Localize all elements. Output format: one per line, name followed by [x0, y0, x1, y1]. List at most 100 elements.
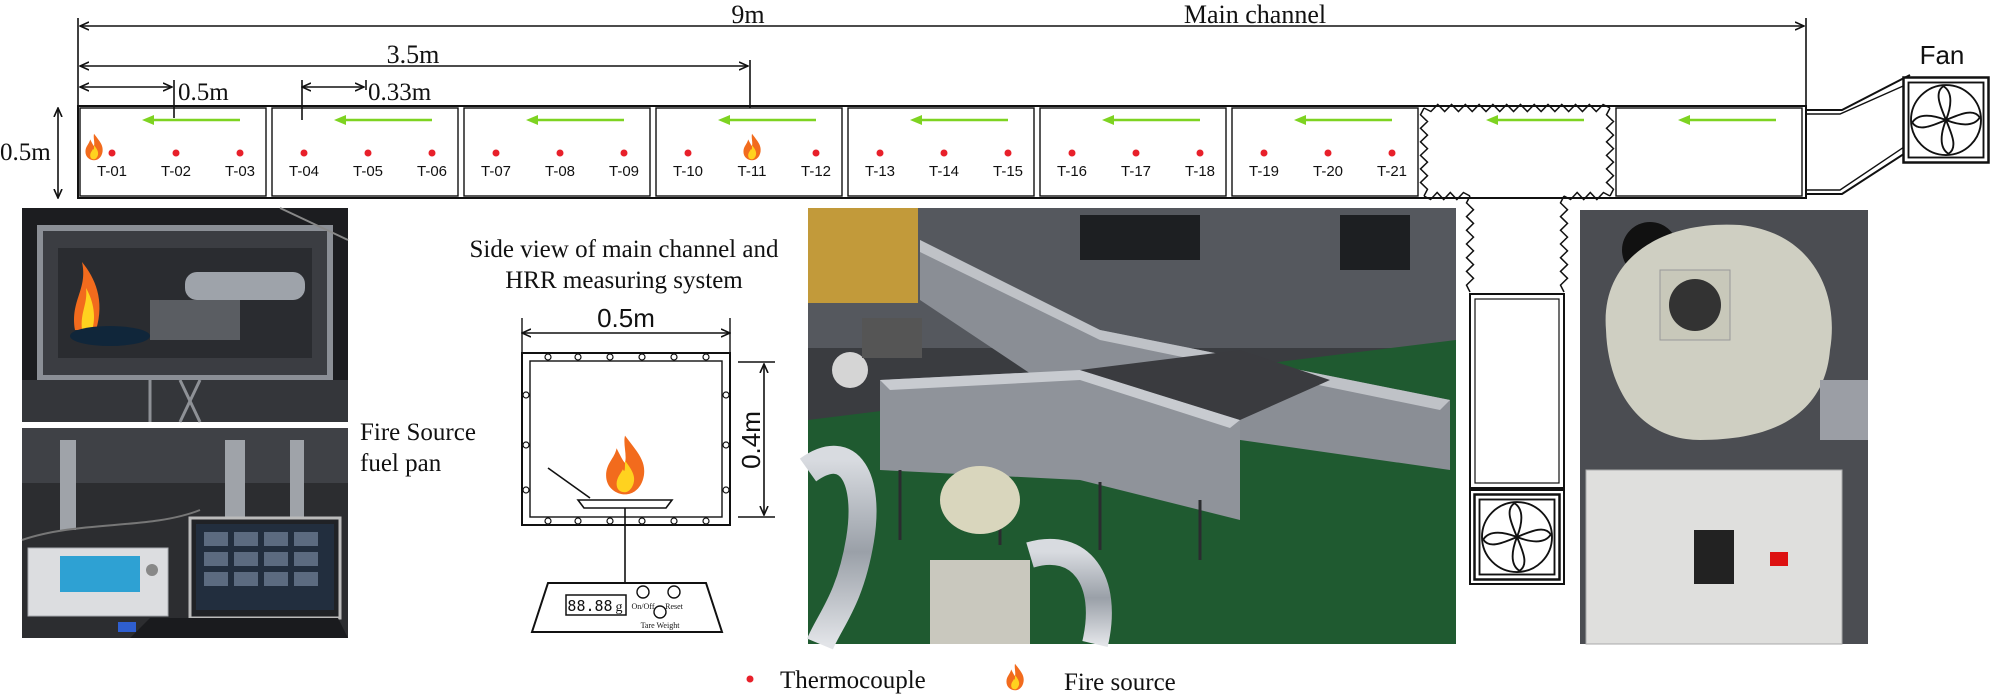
bolt-hole [574, 517, 582, 525]
fire-source-label: Fire Source [360, 419, 476, 446]
thermocouple-label: T-02 [161, 163, 191, 180]
fire-source-icon [85, 133, 103, 161]
thermocouple-label: T-13 [865, 163, 895, 180]
channel-sections: T-01 T-02 T-03 T-04 T-05 T-06 T-07 T-08 T-09 T-10… [79, 107, 1803, 197]
channel-section [1039, 107, 1227, 197]
flow-arrow-head [1102, 115, 1114, 125]
thermocouple-dot [940, 149, 948, 157]
dim-channel-height: 0.5m [0, 139, 51, 166]
fuel-pan-label: fuel pan [360, 450, 442, 477]
bolt-hole [522, 441, 530, 449]
channel-section [271, 107, 459, 197]
flow-arrow-head [1486, 115, 1498, 125]
dim-total-length: 9m [731, 0, 764, 29]
thermocouple-dot [1260, 149, 1268, 157]
bolt-hole [702, 353, 710, 361]
thermocouple-label: T-03 [225, 163, 255, 180]
flow-arrow-head [334, 115, 346, 125]
thermocouple-dot [1068, 149, 1076, 157]
weighing-scale: 88.88 g On/Off Reset Tare Weight [530, 582, 724, 633]
photo-channel-overview [799, 208, 1456, 650]
thermocouple-dot [172, 149, 180, 157]
flange-bolt-holes [522, 353, 730, 525]
photo-fire-test [22, 207, 349, 423]
thermocouple-dot [876, 149, 884, 157]
thermocouple-dot [556, 149, 564, 157]
thermocouple-label: T-20 [1313, 163, 1343, 180]
branch-fan-icon [1473, 493, 1561, 581]
bolt-hole [722, 441, 730, 449]
main-channel-label: Main channel [1184, 0, 1326, 29]
thermocouple-dot [364, 149, 372, 157]
bolt-hole [574, 353, 582, 361]
bolt-hole [544, 517, 552, 525]
thermocouple-label: T-04 [289, 163, 319, 180]
thermocouple-dot [1388, 149, 1396, 157]
thermocouple-label: T-11 [738, 163, 767, 180]
thermocouple-dot [492, 149, 500, 157]
bolt-hole [670, 353, 678, 361]
thermocouple-dot [812, 149, 820, 157]
bolt-hole [606, 517, 614, 525]
bolt-hole [606, 353, 614, 361]
bolt-hole [638, 517, 646, 525]
dim-first-spacing: 0.5m [178, 79, 229, 106]
thermocouple-dot [684, 149, 692, 157]
fire-source-icon [743, 133, 761, 161]
thermocouple-dot [1324, 149, 1332, 157]
side-view-title-2: HRR measuring system [505, 267, 743, 294]
dim-fire-distance: 3.5m [387, 40, 440, 69]
thermocouple-label: T-07 [481, 163, 511, 180]
scale-tare: Tare Weight [641, 621, 681, 630]
bolt-hole [702, 517, 710, 525]
channel-section [1615, 107, 1803, 197]
photo-data-acquisition [21, 428, 348, 638]
scale-unit: g [616, 600, 623, 615]
thermocouple-dot [1196, 149, 1204, 157]
thermocouple-label: T-17 [1121, 163, 1151, 180]
legend-thermocouple-label: Thermocouple [780, 667, 926, 694]
thermocouple-dot [236, 149, 244, 157]
legend-fire-label: Fire source [1064, 669, 1176, 696]
bolt-hole [638, 353, 646, 361]
thermocouple-label: T-21 [1377, 163, 1407, 180]
flow-arrow-head [142, 115, 154, 125]
thermocouple-dot [1004, 149, 1012, 157]
thermocouple-label: T-14 [929, 163, 959, 180]
thermocouple-label: T-09 [609, 163, 639, 180]
thermocouple-label: T-08 [545, 163, 575, 180]
legend-thermocouple-dot [746, 675, 754, 683]
legend-fire-icon [1006, 663, 1024, 691]
thermocouple-label: T-15 [993, 163, 1023, 180]
side-height-label: 0.4m [736, 411, 766, 469]
flow-arrow-head [526, 115, 538, 125]
bolt-hole [522, 486, 530, 494]
legend: Thermocouple Fire source [746, 663, 1176, 696]
flow-arrow-head [1678, 115, 1690, 125]
thermocouple-label: T-16 [1057, 163, 1087, 180]
side-width-label: 0.5m [597, 303, 655, 333]
thermocouple-label: T-10 [673, 163, 703, 180]
scale-reset: Reset [665, 602, 684, 611]
thermocouple-dot [620, 149, 628, 157]
thermocouple-label: T-06 [417, 163, 447, 180]
scale-onoff: On/Off [632, 602, 655, 611]
dim-sensor-spacing: 0.33m [368, 79, 432, 106]
fan-icon [1902, 76, 1990, 164]
bolt-hole [522, 391, 530, 399]
bolt-hole [722, 486, 730, 494]
channel-section [655, 107, 843, 197]
side-view: Side view of main channel and HRR measur… [360, 236, 779, 633]
thermocouple-label: T-01 [97, 163, 127, 180]
fan-label: Fan [1920, 40, 1965, 70]
scale-display: 88.88 [567, 597, 612, 615]
bolt-hole [670, 517, 678, 525]
thermocouple-label: T-05 [353, 163, 383, 180]
bolt-hole [722, 391, 730, 399]
branch-channel [1419, 103, 1615, 585]
flow-arrow-head [910, 115, 922, 125]
flow-arrow-head [718, 115, 730, 125]
channel-section [847, 107, 1035, 197]
thermocouple-label: T-19 [1249, 163, 1279, 180]
